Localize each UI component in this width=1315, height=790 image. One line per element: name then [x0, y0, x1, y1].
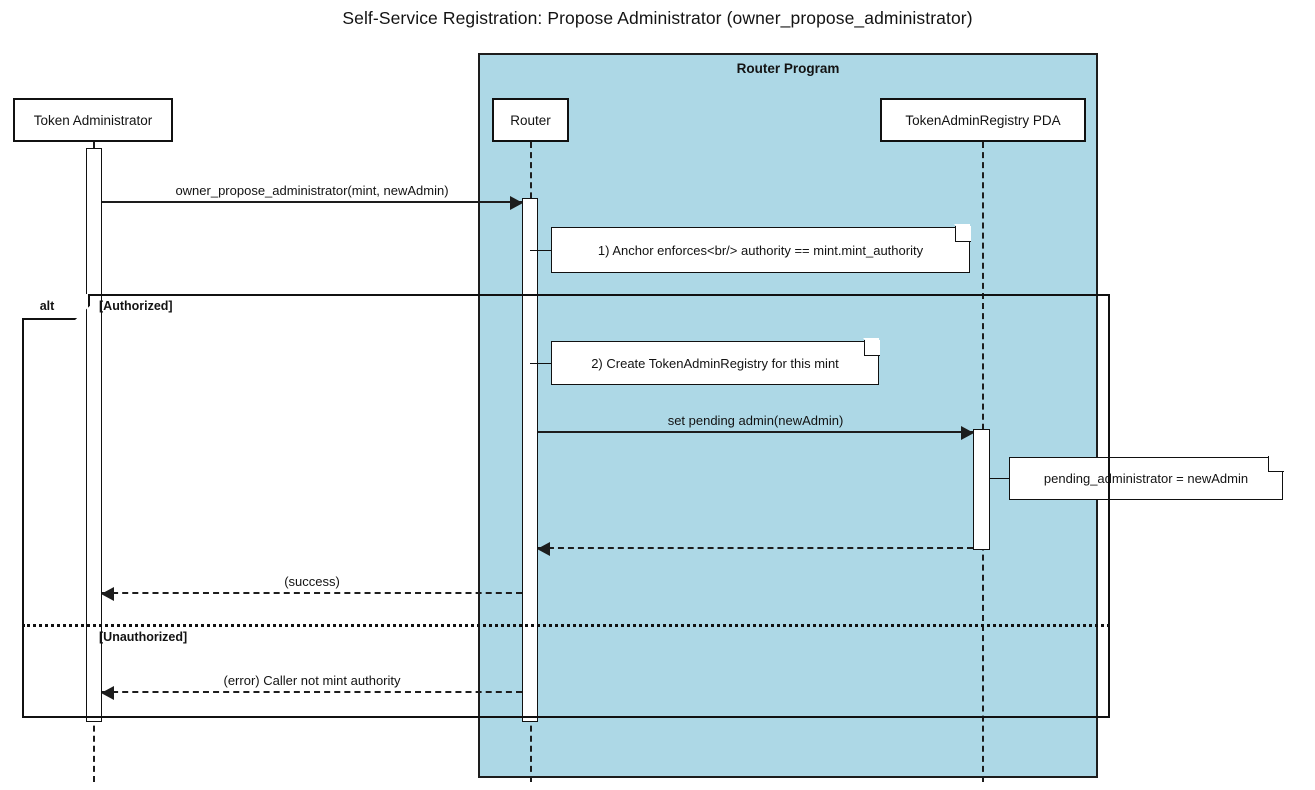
note-fold-icon	[862, 338, 880, 357]
fragment-guard-authorized: [Authorized]	[99, 299, 173, 313]
message-error-return[interactable]: (error) Caller not mint authority	[101, 673, 522, 700]
participant-label-router: Router	[510, 112, 551, 128]
arrowhead-right-icon	[510, 196, 523, 210]
message-label-error-return: (error) Caller not mint authority	[223, 673, 401, 688]
page-title: Self-Service Registration: Propose Admin…	[342, 8, 973, 28]
fragment-guard-unauthorized: [Unauthorized]	[99, 630, 188, 644]
message-pda-return[interactable]	[537, 542, 973, 556]
note-text-anchor-enforces: 1) Anchor enforces<br/> authority == min…	[597, 242, 924, 258]
note-text-create-registry: 2) Create TokenAdminRegistry for this mi…	[591, 355, 839, 371]
message-label-owner-propose-administrator: owner_propose_administrator(mint, newAdm…	[175, 183, 449, 198]
activation-token-administrator	[86, 148, 102, 722]
note-fold-icon	[953, 224, 971, 243]
group-box-router-program: Router Program	[478, 53, 1098, 778]
participant-token-administrator[interactable]: Token Administrator	[13, 98, 173, 142]
participant-router[interactable]: Router	[492, 98, 569, 142]
activation-router	[522, 198, 538, 722]
note-tail-anchor-enforces	[530, 250, 552, 251]
note-tail-create-registry	[530, 363, 552, 364]
note-fold-icon	[1266, 454, 1284, 473]
fragment-alt-label: alt	[39, 299, 55, 313]
message-set-pending-admin[interactable]: set pending admin(newAdmin)	[538, 413, 974, 440]
activation-token-admin-registry-pda	[973, 429, 990, 550]
message-success-return[interactable]: (success)	[101, 574, 522, 601]
message-owner-propose-administrator[interactable]: owner_propose_administrator(mint, newAdm…	[102, 183, 523, 210]
group-label-router-program: Router Program	[736, 61, 840, 76]
participant-label-token-administrator: Token Administrator	[33, 112, 153, 128]
arrowhead-left-icon	[101, 587, 114, 601]
note-tail-pending-administrator	[990, 478, 1010, 479]
note-pending-administrator: pending_administrator = newAdmin	[1009, 454, 1284, 500]
participant-label-token-admin-registry-pda: TokenAdminRegistry PDA	[905, 112, 1061, 128]
note-text-pending-administrator: pending_administrator = newAdmin	[1043, 471, 1249, 486]
fragment-alt-divider	[22, 624, 1110, 627]
arrowhead-left-icon	[101, 686, 114, 700]
message-label-success-return: (success)	[284, 574, 340, 589]
arrowhead-right-icon	[961, 426, 974, 440]
message-label-set-pending-admin: set pending admin(newAdmin)	[667, 413, 844, 428]
fragment-alt-tab: alt	[22, 294, 90, 320]
note-anchor-enforces: 1) Anchor enforces<br/> authority == min…	[551, 224, 971, 273]
arrowhead-left-icon	[537, 542, 550, 556]
note-create-registry: 2) Create TokenAdminRegistry for this mi…	[551, 338, 880, 385]
participant-token-admin-registry-pda[interactable]: TokenAdminRegistry PDA	[880, 98, 1086, 142]
